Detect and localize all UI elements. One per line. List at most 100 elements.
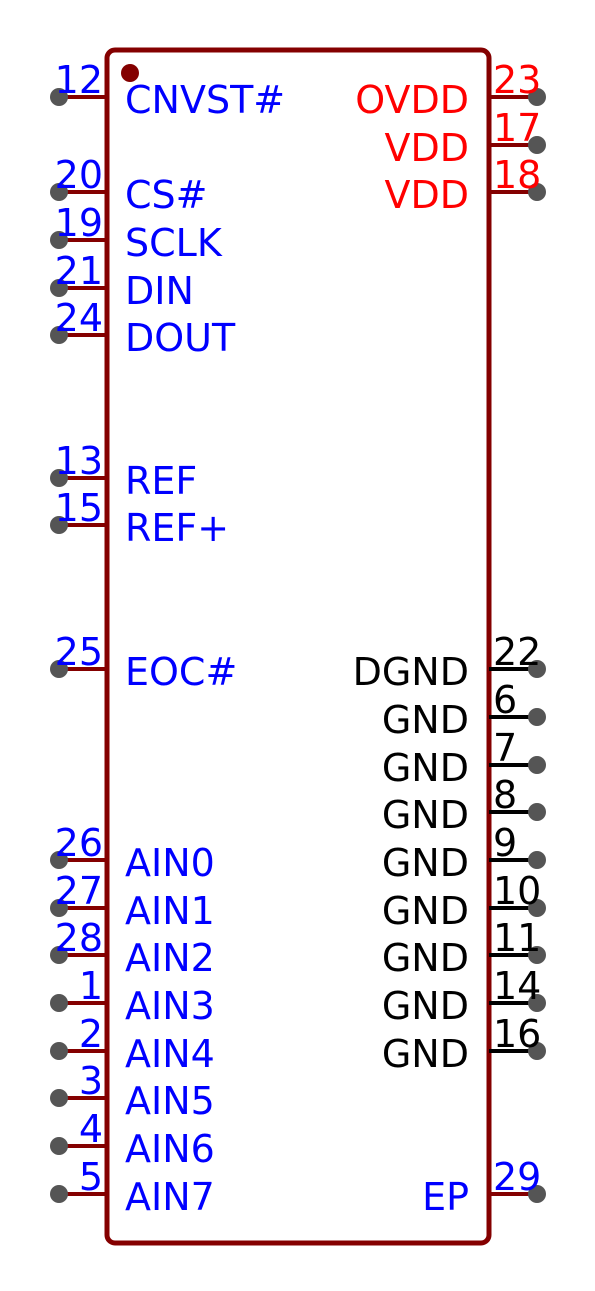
pin-end-dot bbox=[50, 279, 68, 297]
pin-end-dot bbox=[528, 708, 546, 726]
pin-number: 28 bbox=[55, 916, 103, 960]
pin-end-dot bbox=[50, 994, 68, 1012]
pin-number: 12 bbox=[55, 58, 103, 102]
pin-end-dot bbox=[528, 899, 546, 917]
pin-name: AIN6 bbox=[125, 1127, 215, 1171]
pin-4: 4 AIN6 bbox=[50, 1107, 215, 1171]
pin-24: 24 DOUT bbox=[50, 296, 236, 360]
pin-number: 2 bbox=[79, 1012, 103, 1056]
pin-number: 4 bbox=[79, 1107, 103, 1151]
pin-name: VDD bbox=[384, 173, 469, 217]
pin-number: 24 bbox=[55, 296, 103, 340]
pin-number: 14 bbox=[493, 964, 541, 1008]
pin-14: 14 GND bbox=[382, 964, 546, 1028]
pin-name: CS# bbox=[125, 173, 208, 217]
pin-18: 18 VDD bbox=[384, 153, 546, 217]
pin-name: GND bbox=[382, 746, 469, 790]
pin-name: DOUT bbox=[125, 316, 236, 360]
pin-end-dot bbox=[528, 994, 546, 1012]
pin-number: 25 bbox=[55, 630, 103, 674]
pin-name: AIN7 bbox=[125, 1175, 215, 1219]
pin-name: AIN2 bbox=[125, 936, 215, 980]
pin-name: OVDD bbox=[355, 78, 469, 122]
pin-end-dot bbox=[528, 660, 546, 678]
pin-end-dot bbox=[50, 1089, 68, 1107]
pin-end-dot bbox=[50, 946, 68, 964]
pin-name: VDD bbox=[384, 126, 469, 170]
pin-name: EP bbox=[422, 1175, 469, 1219]
pin-name: GND bbox=[382, 698, 469, 742]
pin-end-dot bbox=[50, 88, 68, 106]
pin-name: REF+ bbox=[125, 506, 229, 550]
right-pin-group: 23OVDD17VDD18VDD22DGND6GND7GND8GND9GND10… bbox=[353, 58, 546, 1219]
pin-end-dot bbox=[528, 1042, 546, 1060]
pin-end-dot bbox=[50, 899, 68, 917]
pin-end-dot bbox=[50, 1185, 68, 1203]
pin-15: 15 REF+ bbox=[50, 486, 229, 550]
pin-number: 9 bbox=[493, 821, 517, 865]
pin-21: 21 DIN bbox=[50, 249, 194, 313]
pin-number: 18 bbox=[493, 153, 541, 197]
pin-number: 29 bbox=[493, 1155, 541, 1199]
pin-number: 6 bbox=[493, 678, 517, 722]
pin-16: 16 GND bbox=[382, 1012, 546, 1076]
pin-20: 20 CS# bbox=[50, 153, 208, 217]
pin-number: 8 bbox=[493, 773, 517, 817]
pin-23: 23 OVDD bbox=[355, 58, 546, 122]
pin-name: GND bbox=[382, 936, 469, 980]
pin-name: DGND bbox=[353, 650, 469, 694]
pin-end-dot bbox=[50, 516, 68, 534]
pin-name: AIN0 bbox=[125, 841, 215, 885]
pin-end-dot bbox=[50, 1042, 68, 1060]
pin-29: 29 EP bbox=[422, 1155, 546, 1219]
pin-end-dot bbox=[50, 851, 68, 869]
pin-end-dot bbox=[50, 326, 68, 344]
pin-end-dot bbox=[528, 946, 546, 964]
pin-name: GND bbox=[382, 984, 469, 1028]
pin-name: AIN4 bbox=[125, 1032, 215, 1076]
pin-number: 20 bbox=[55, 153, 103, 197]
pin-name: AIN1 bbox=[125, 889, 215, 933]
pin-name: SCLK bbox=[125, 221, 223, 265]
pin-name: DIN bbox=[125, 269, 194, 313]
pin-2: 2 AIN4 bbox=[50, 1012, 215, 1076]
pin-end-dot bbox=[50, 660, 68, 678]
pin-27: 27 AIN1 bbox=[50, 869, 215, 933]
pin-number: 27 bbox=[55, 869, 103, 913]
pin-end-dot bbox=[50, 1137, 68, 1155]
pin-number: 15 bbox=[55, 486, 103, 530]
pin-number: 5 bbox=[79, 1155, 103, 1199]
pin-name: AIN3 bbox=[125, 984, 215, 1028]
ic-body bbox=[104, 47, 492, 1246]
pin-end-dot bbox=[528, 88, 546, 106]
pin-number: 19 bbox=[55, 201, 103, 245]
pin-end-dot bbox=[50, 183, 68, 201]
pin-5: 5 AIN7 bbox=[50, 1155, 215, 1219]
pin-19: 19 SCLK bbox=[50, 201, 223, 265]
pin-number: 13 bbox=[55, 439, 103, 483]
pin-8: 8 GND bbox=[382, 773, 546, 837]
pin-end-dot bbox=[528, 756, 546, 774]
pin-name: GND bbox=[382, 1032, 469, 1076]
pin-name: GND bbox=[382, 793, 469, 837]
pin-number: 1 bbox=[79, 964, 103, 1008]
pin-number: 22 bbox=[493, 630, 541, 674]
pin-end-dot bbox=[50, 231, 68, 249]
pin-number: 16 bbox=[493, 1012, 541, 1056]
pin-number: 21 bbox=[55, 249, 103, 293]
pin-end-dot bbox=[528, 1185, 546, 1203]
pin-end-dot bbox=[528, 183, 546, 201]
pin-number: 3 bbox=[79, 1059, 103, 1103]
pin-number: 23 bbox=[493, 58, 541, 102]
pin-end-dot bbox=[528, 851, 546, 869]
